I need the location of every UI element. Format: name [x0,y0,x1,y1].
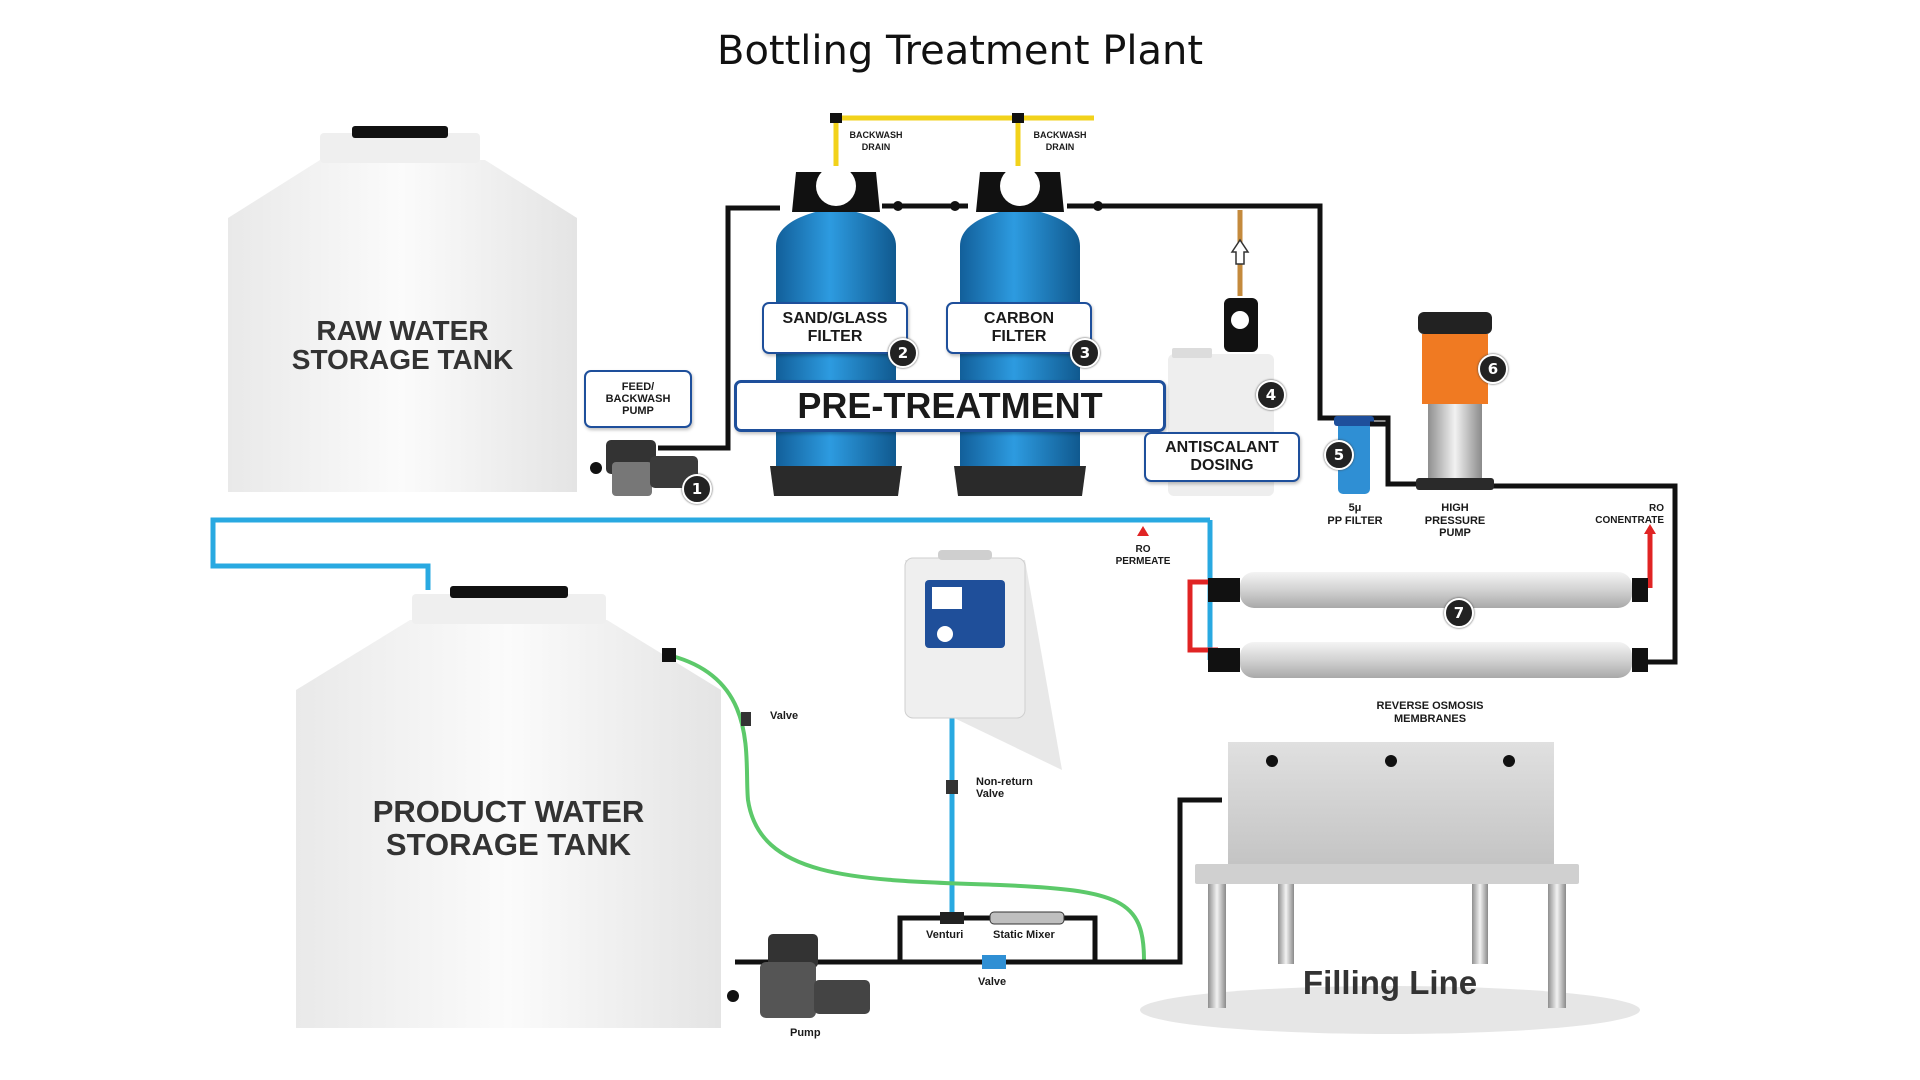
raw-water-tank-label: RAW WATER STORAGE TANK [291,315,514,376]
raw-water-tank [228,126,577,492]
bottom-valve-icon [982,955,1006,969]
recirculation-pipe [671,654,1146,961]
product-water-tank [296,586,721,1028]
pipe-joint [1093,201,1103,211]
ro-concentrate-label: RO CONENTRATE [1595,503,1664,526]
non-return-valve-icon [946,780,958,794]
step-badge-4: 4 [1256,380,1286,410]
ozone-generator [904,550,1062,770]
sand-glass-filter-label: SAND/GLASS FILTER [762,302,908,354]
pipe-joint [950,201,960,211]
high-pressure-pump [1416,312,1494,490]
step-badge-1: 1 [682,474,712,504]
tank-outlet-fitting [662,648,676,662]
venturi-icon [940,912,964,924]
step-badge-3: 3 [1070,338,1100,368]
pipe-joint [893,201,903,211]
pump [727,934,870,1018]
page-title: Bottling Treatment Plant [717,28,1203,74]
step-badge-2: 2 [888,338,918,368]
filling-line-table [1140,742,1640,1034]
ro-red-pipes [1187,532,1653,653]
carbon-filter-label: CARBON FILTER [946,302,1092,354]
step-badge-7: 7 [1444,598,1474,628]
step-badge-5: 5 [1324,440,1354,470]
product-water-tank-label: PRODUCT WATER STORAGE TANK [372,794,645,862]
pp-filter [1334,416,1390,494]
ro-permeate-label: RO PERMEATE [1115,544,1171,567]
ro-membranes [1208,572,1648,678]
hp-pump-label: HIGH PRESSURE PUMP [1424,502,1486,540]
drain-fitting-2 [1012,113,1024,123]
non-return-valve-label: Non-return Valve [976,776,1033,801]
filling-line-label: Filling Line [1302,964,1478,1001]
backwash-drain-label-1: BACKWASH DRAIN [849,130,903,152]
static-mixer-icon [989,911,1065,925]
bottom-valve-label: Valve [978,976,1007,988]
backwash-drain-label-2: BACKWASH DRAIN [1033,130,1087,152]
static-mixer-label: Static Mixer [993,929,1055,941]
permeate-arrow-icon [1137,526,1149,536]
pump-label: Pump [790,1027,821,1039]
pretreatment-label: PRE-TREATMENT [734,380,1166,432]
feed-backwash-pump-label: FEED/ BACKWASH PUMP [584,370,692,428]
ro-membranes-label: REVERSE OSMOSIS MEMBRANES [1376,700,1484,725]
concentrate-arrow-icon [1644,524,1656,534]
antiscalant-dosing-label: ANTISCALANT DOSING [1144,432,1300,482]
pp-filter-label: 5μ PP FILTER [1327,502,1383,527]
valve-top-label: Valve [770,710,799,722]
valve-icon [741,712,751,726]
flow-arrow-icon [1230,238,1250,265]
step-badge-6: 6 [1478,354,1508,384]
drain-fitting-1 [830,113,842,123]
venturi-label: Venturi [926,929,964,941]
